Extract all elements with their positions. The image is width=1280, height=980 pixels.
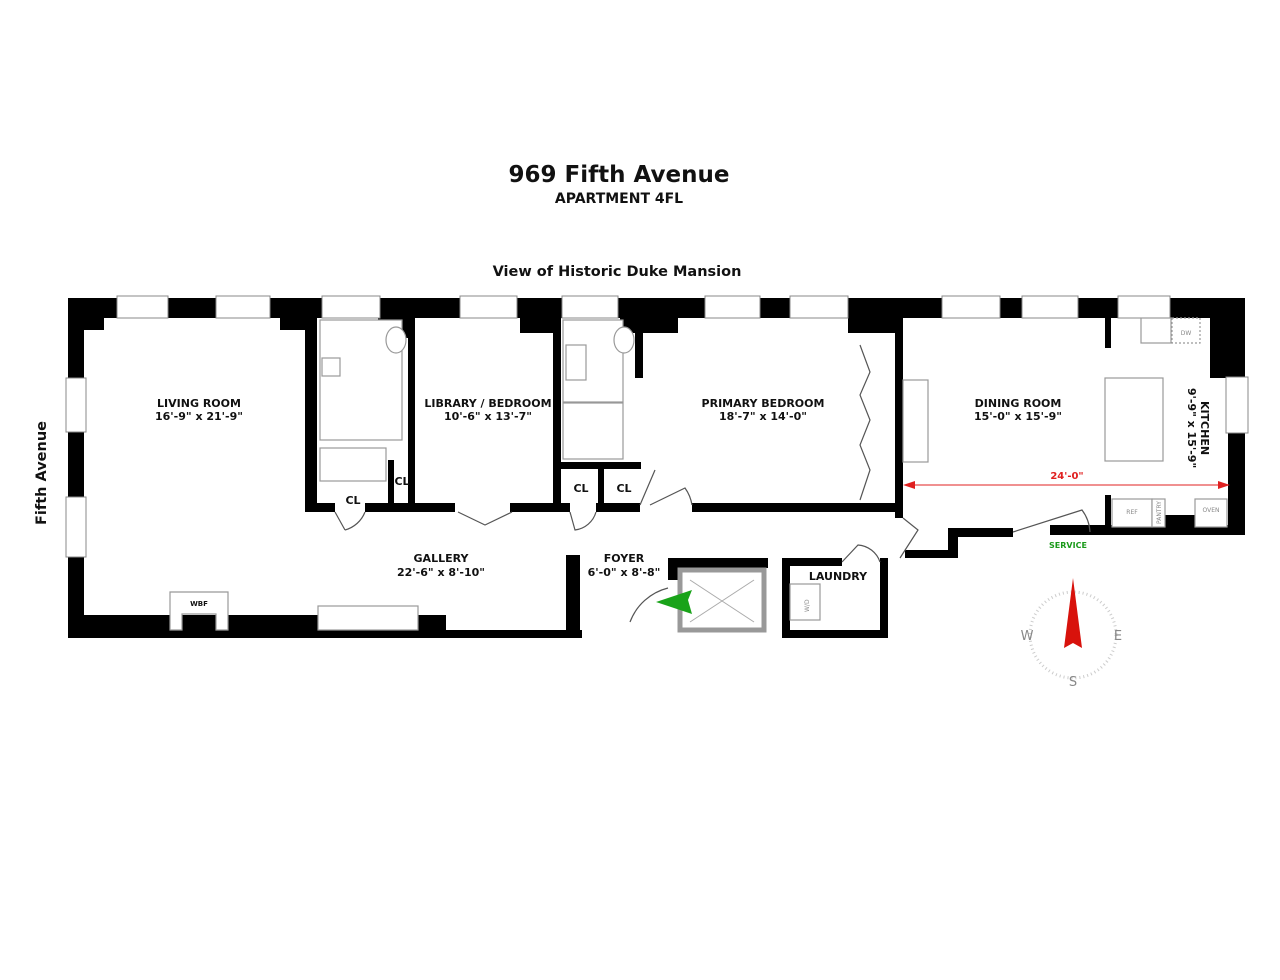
- living-room-dims: 16'-9" x 21'-9": [155, 410, 243, 423]
- dimension-line: 24'-0": [903, 471, 1230, 489]
- dw-label: DW: [1181, 330, 1192, 337]
- foyer-dims: 6'-0" x 8'-8": [588, 566, 661, 579]
- kitchen-dims: 9'-9" x 15'-9": [1185, 388, 1198, 468]
- foyer-name: FOYER: [604, 552, 645, 565]
- closet-label: CL: [345, 494, 360, 507]
- oven-label: OVEN: [1202, 507, 1219, 514]
- entry-arrow-icon: [656, 590, 692, 614]
- dining-room-dims: 15'-0" x 15'-9": [974, 410, 1062, 423]
- compass: W E S: [1021, 578, 1122, 690]
- wd-label: W/D: [804, 599, 811, 612]
- dimension-label: 24'-0": [1050, 471, 1083, 482]
- fixtures: DW REF PANTRY OVEN WBF W/D: [169, 317, 1228, 631]
- laundry-name: LAUNDRY: [809, 570, 868, 583]
- kitchen-name: KITCHEN: [1198, 401, 1211, 455]
- closet-label: CL: [573, 482, 588, 495]
- living-room-name: LIVING ROOM: [157, 397, 241, 410]
- walls: [68, 298, 1245, 638]
- gallery-dims: 22'-6" x 8'-10": [397, 566, 485, 579]
- closet-label: CL: [394, 475, 409, 488]
- primary-bedroom-name: PRIMARY BEDROOM: [702, 397, 825, 410]
- dining-room-name: DINING ROOM: [975, 397, 1062, 410]
- compass-east: E: [1114, 629, 1122, 644]
- plan-subtitle: APARTMENT 4FL: [555, 191, 683, 207]
- ref-label: REF: [1126, 509, 1138, 516]
- library-dims: 10'-6" x 13'-7": [444, 410, 532, 423]
- view-label: View of Historic Duke Mansion: [493, 264, 742, 280]
- fireplace: [169, 591, 229, 631]
- service-label: SERVICE: [1049, 541, 1087, 550]
- gallery-name: GALLERY: [414, 552, 470, 565]
- windows: [65, 295, 1249, 558]
- wbf-label: WBF: [190, 600, 208, 608]
- street-label: Fifth Avenue: [34, 421, 50, 525]
- plan-title: 969 Fifth Avenue: [509, 162, 730, 188]
- compass-south: S: [1069, 675, 1077, 690]
- pantry-label: PANTRY: [1156, 501, 1163, 524]
- library-name: LIBRARY / BEDROOM: [424, 397, 551, 410]
- doors: [334, 344, 1091, 623]
- room-labels: LIVING ROOM 16'-9" x 21'-9" LIBRARY / BE…: [155, 388, 1211, 583]
- compass-west: W: [1021, 629, 1034, 644]
- compass-needle-icon: [1064, 578, 1082, 648]
- primary-bedroom-dims: 18'-7" x 14'-0": [719, 410, 807, 423]
- closet-label: CL: [616, 482, 631, 495]
